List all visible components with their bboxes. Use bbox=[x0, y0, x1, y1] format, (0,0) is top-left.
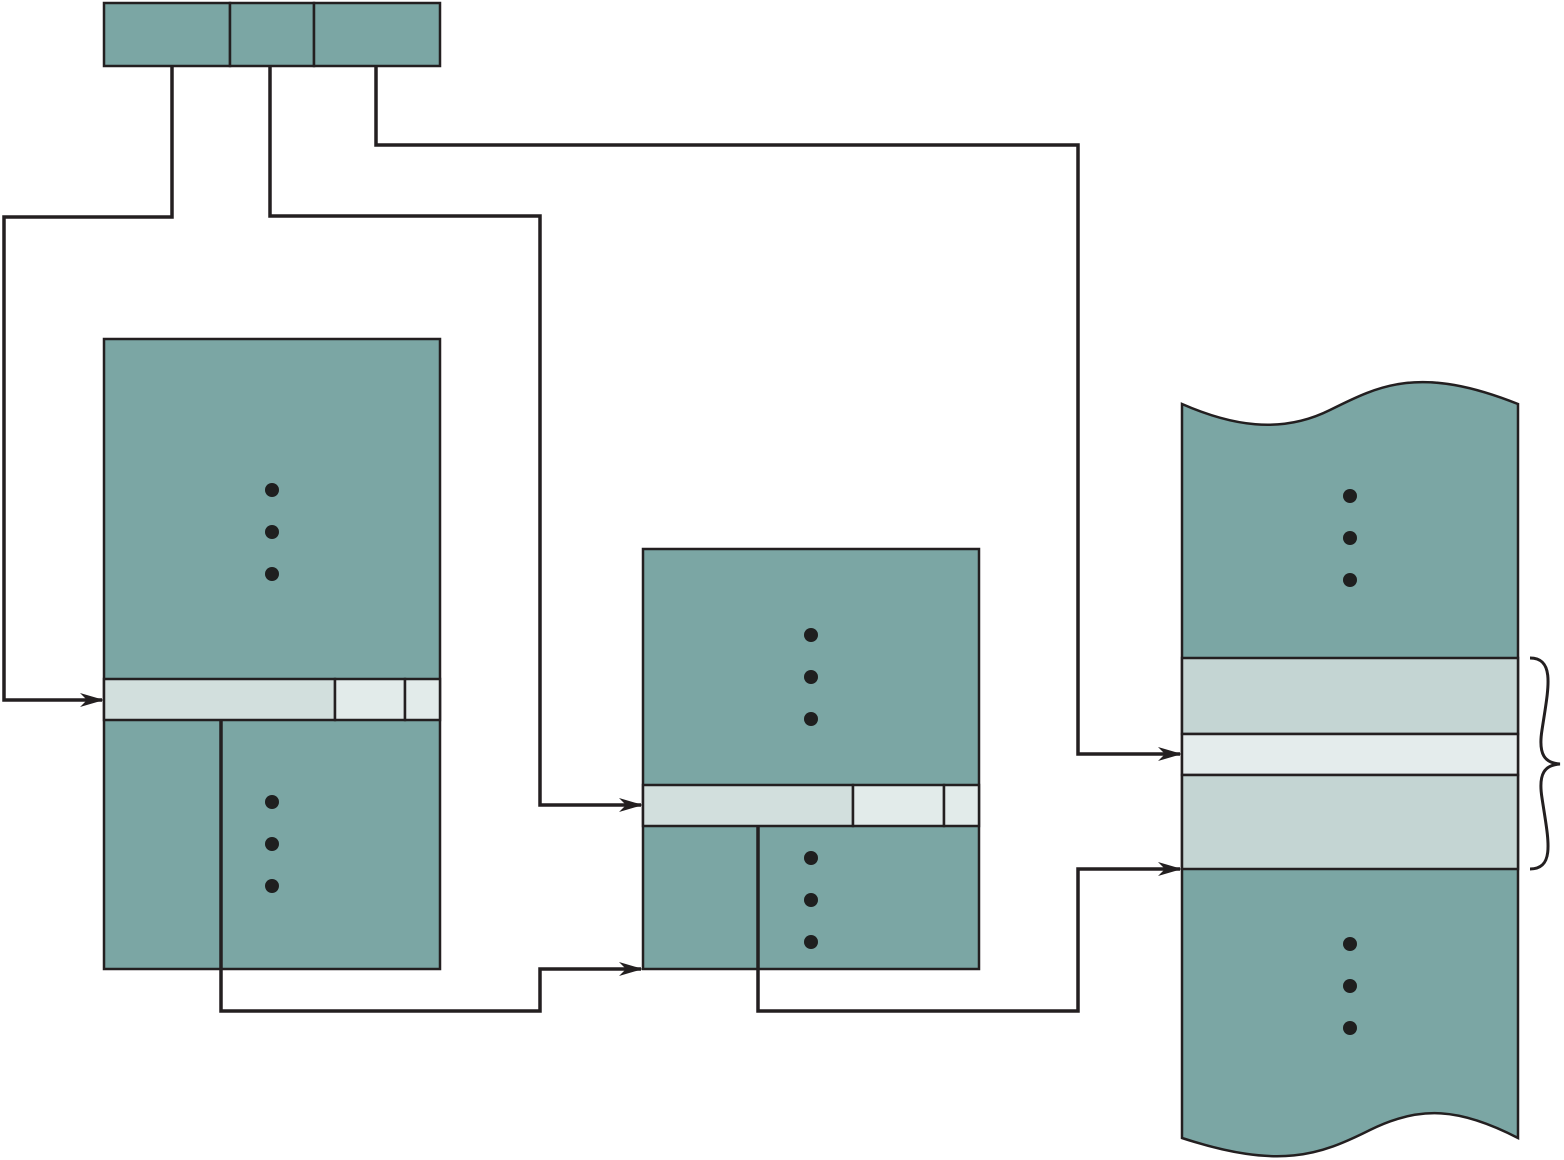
second-level-ellipsis-upper bbox=[804, 628, 818, 726]
first-level-table-body bbox=[102, 337, 442, 971]
address-field-1 bbox=[102, 1, 232, 68]
second-level-entry-field-1 bbox=[641, 783, 855, 828]
first-level-entry-field-1 bbox=[102, 677, 337, 722]
second-level-ellipsis-lower bbox=[804, 851, 818, 949]
first-level-entry-field-2 bbox=[333, 677, 407, 722]
main-memory bbox=[1180, 380, 1561, 1158]
page-frame-brace bbox=[1529, 656, 1561, 871]
arrow-second-level-entry-to-page-frame bbox=[756, 826, 1182, 1013]
address-field-3 bbox=[312, 1, 442, 68]
first-level-ellipsis-lower bbox=[265, 795, 279, 893]
arrow-field2-to-second-level-entry bbox=[268, 66, 643, 812]
second-level-entry-field-3 bbox=[942, 783, 981, 828]
arrow-field1-to-first-level-entry bbox=[2, 66, 174, 707]
page-frame-lower bbox=[1180, 773, 1520, 871]
second-level-table-entry bbox=[641, 783, 981, 828]
first-level-ellipsis-upper bbox=[265, 483, 279, 581]
first-level-entry-field-3 bbox=[403, 677, 442, 722]
connectors bbox=[2, 66, 1182, 1013]
page-frame-upper bbox=[1180, 656, 1520, 736]
address-field-2 bbox=[228, 1, 316, 68]
first-level-table bbox=[102, 337, 442, 971]
page-frame-word bbox=[1180, 732, 1520, 777]
main-memory-ellipsis-lower bbox=[1343, 937, 1357, 1035]
first-level-table-entry bbox=[102, 677, 442, 722]
main-memory-ellipsis-upper bbox=[1343, 489, 1357, 587]
arrow-first-level-entry-to-second-level-table bbox=[219, 720, 643, 1013]
arrow-field3-to-frame-word bbox=[374, 66, 1182, 761]
second-level-entry-field-2 bbox=[851, 783, 946, 828]
second-level-table bbox=[641, 547, 981, 971]
address-register bbox=[102, 1, 442, 68]
